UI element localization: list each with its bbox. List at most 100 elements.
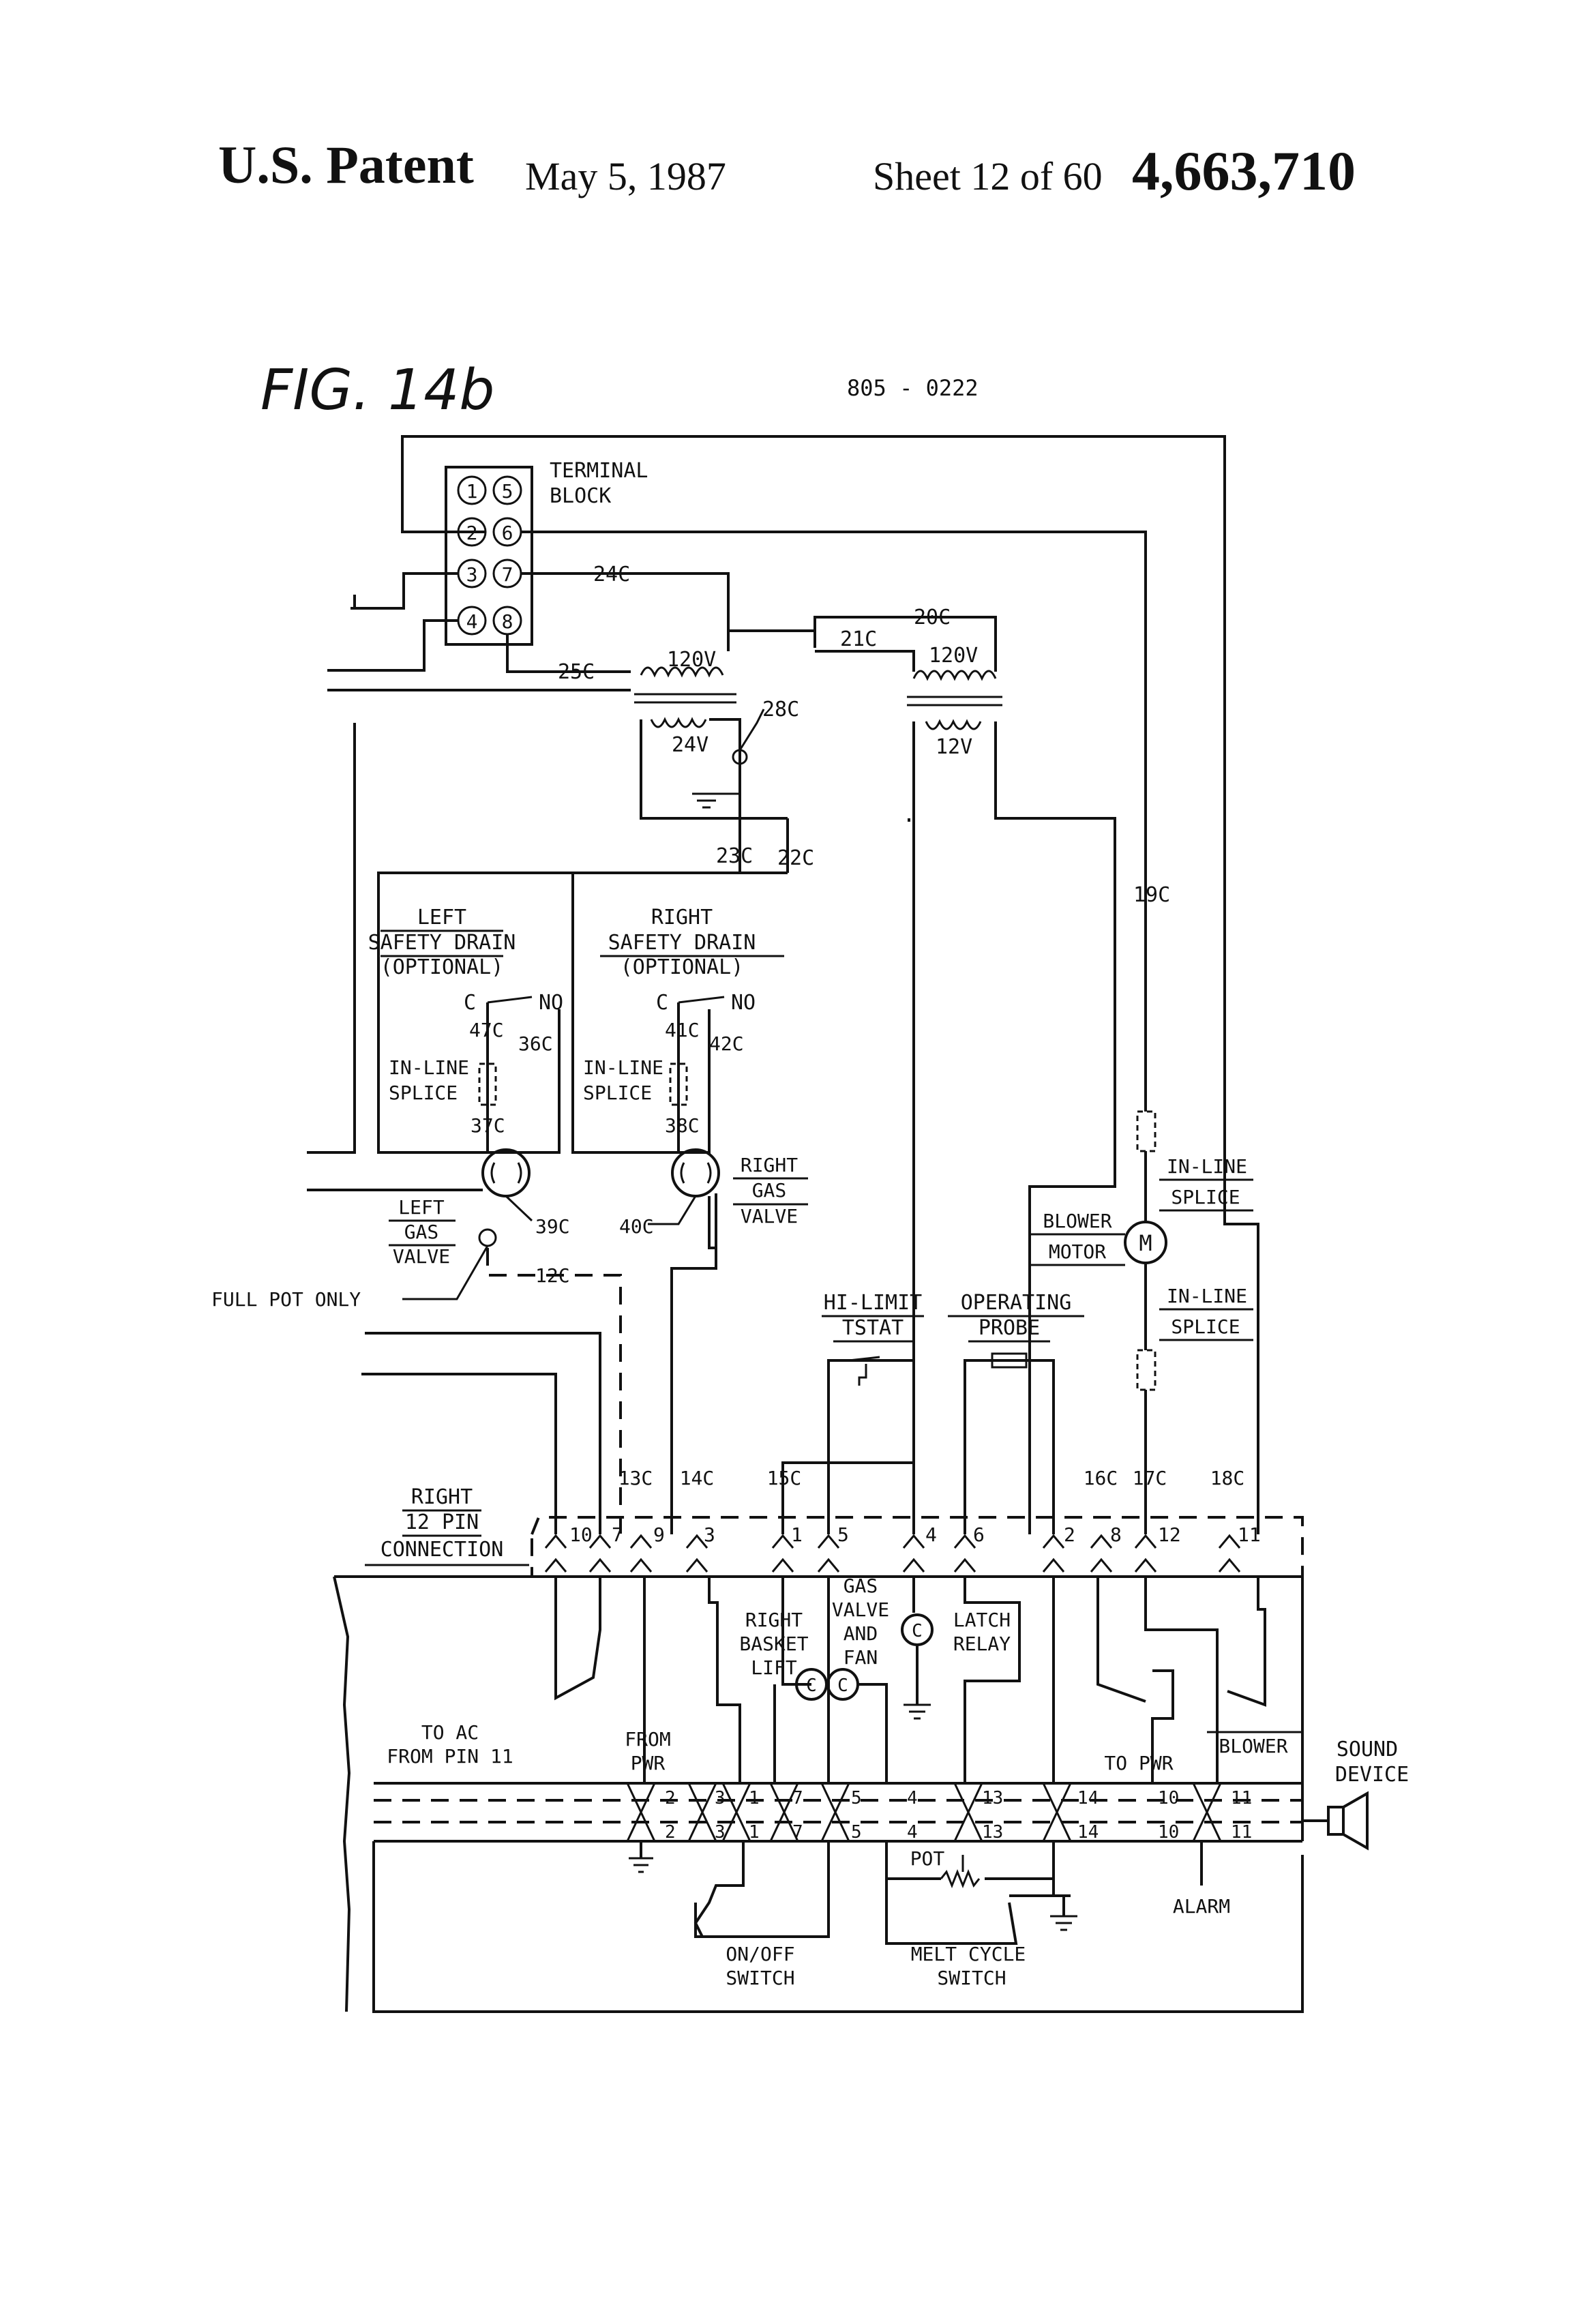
full-pot-lead (402, 1245, 489, 1300)
connector-pin: 8 (1110, 1523, 1122, 1546)
ribbon-pin: 4 (907, 1822, 918, 1843)
side-leads (307, 1151, 716, 1534)
sound-device-label: SOUND (1337, 1738, 1398, 1761)
lead-10 (361, 1373, 557, 1534)
right-drain-title: (OPTIONAL) (621, 955, 744, 979)
on-off-switch-contact (694, 1903, 709, 1938)
connector-pin: 1 (791, 1523, 803, 1546)
lead-7 (365, 1332, 601, 1534)
in-line-splice-icon (1136, 1110, 1156, 1152)
valve-coil-icon (490, 1162, 522, 1184)
probe-label: OPERATING (961, 1291, 1072, 1315)
ribbon-pin: 2 (665, 1822, 676, 1843)
wire-24c (521, 572, 730, 651)
latch-relay-label: RELAY (953, 1633, 1011, 1655)
speaker-icon (1342, 1791, 1369, 1851)
wire-label-23c: 23C (716, 844, 753, 868)
wire-probe-loop (964, 1359, 1055, 1534)
ribbon-pin: 2 (665, 1788, 676, 1808)
wire-25c (506, 634, 631, 673)
terminal-block: 1 5 2 6 3 7 4 8 TERMINAL BLOCK (445, 459, 648, 646)
terminal-pin-label: 8 (502, 610, 513, 633)
left-drain-title: LEFT (417, 906, 466, 929)
blower-label: BLOWER (1219, 1735, 1287, 1757)
blower-motor-label: BLOWER (1043, 1210, 1111, 1232)
wire-22c (571, 872, 788, 1154)
board-outline-top (334, 1575, 1304, 1841)
wire-label-40c: 40C (619, 1215, 654, 1238)
ribbon-pin: 4 (907, 1788, 918, 1808)
wire-coil-right (858, 1683, 888, 1783)
connector-pin: 12 (1158, 1523, 1181, 1546)
wire-label-19c: 19C (1133, 883, 1170, 907)
connector-label: 12 PIN (405, 1510, 479, 1534)
transformer-right-primary-label: 120V (929, 644, 978, 668)
transformer-secondary-coil (650, 717, 707, 728)
pin-chevron (544, 1534, 567, 1573)
wire-8 (1096, 1577, 1146, 1703)
wire-13c-14c (670, 1193, 717, 1534)
connector-pin: 2 (1064, 1523, 1075, 1546)
left-valve-label: GAS (404, 1221, 439, 1243)
left-splice-label: SPLICE (389, 1082, 458, 1104)
wire-label-37c: 37C (471, 1114, 505, 1137)
wire-40c (648, 1195, 697, 1225)
wire-12c (486, 1248, 622, 1534)
from-pwr-label: FROM (625, 1728, 670, 1751)
left-drain-no: NO (539, 991, 563, 1015)
pin-chevron (685, 1534, 708, 1573)
pin-chevron (1042, 1534, 1065, 1573)
wire-pin3-end (350, 595, 356, 610)
right-drain-no: NO (731, 991, 756, 1015)
wire-12 (1144, 1577, 1219, 1783)
wire-right-valve (708, 1196, 715, 1249)
to-pwr-label: TO PWR (1104, 1752, 1173, 1774)
on-off-label: SWITCH (726, 1967, 794, 1989)
valve-coil-icon (481, 1148, 531, 1197)
pin-chevron (902, 1534, 925, 1573)
pin-chevron (1134, 1534, 1157, 1573)
connector-pin: 5 (837, 1523, 849, 1546)
blower-motor-label: MOTOR (1049, 1240, 1106, 1263)
wire-12v-16c (994, 721, 1116, 1534)
transformer-left-primary-label: 120V (667, 648, 716, 672)
splice-upper-label: IN-LINE (1167, 1155, 1247, 1178)
right-valve-label: VALVE (741, 1205, 798, 1227)
left-drain-c: C (464, 991, 476, 1015)
sound-device-label: DEVICE (1335, 1763, 1409, 1787)
ribbon-pin: 5 (851, 1788, 862, 1808)
connector-pins: 10 7 9 3 1 5 4 6 2 8 12 11 (544, 1523, 1261, 1573)
on-off-switch-wire (693, 1841, 745, 1938)
wire-label-39c: 39C (535, 1215, 570, 1238)
ribbon-pin: 14 (1077, 1822, 1099, 1843)
wire-to-ac (554, 1577, 601, 1701)
board-break-line (333, 1576, 351, 2012)
connector-label: RIGHT (411, 1485, 473, 1509)
control-board: 2 3 1 7 5 4 13 14 10 11 2 3 1 7 5 4 13 1… (333, 1575, 1409, 2013)
operating-probe: OPERATING PROBE (948, 1291, 1084, 1534)
ribbon-pin: 13 (982, 1788, 1003, 1808)
pin-chevron (1090, 1534, 1113, 1573)
to-ac-label: FROM PIN 11 (387, 1745, 513, 1768)
transformer-left-secondary-label: 24V (672, 733, 708, 757)
pot-label: POT (910, 1847, 945, 1870)
connector-pin: 7 (612, 1523, 623, 1546)
hi-limit-tstat: HI-LIMIT TSTAT (822, 1291, 924, 1534)
wire-11 (1227, 1577, 1266, 1707)
patent-label: U.S. Patent (218, 135, 474, 194)
left-drain-title: (OPTIONAL) (380, 955, 504, 979)
wire-label-38c: 38C (665, 1114, 700, 1137)
wire-6 (964, 1577, 1021, 1783)
gas-valve-fan-label: GAS (844, 1575, 878, 1597)
left-valve-label: LEFT (398, 1196, 445, 1219)
speaker-icon (1327, 1806, 1345, 1836)
ribbon-pin: 11 (1231, 1822, 1252, 1843)
ribbon-pin: 11 (1231, 1788, 1252, 1808)
wire-on-off (743, 1841, 830, 1938)
melt-cycle-label: MELT CYCLE (911, 1943, 1026, 1965)
transformer-right-secondary-label: 12V (936, 735, 972, 759)
wire-24v-b (709, 718, 741, 818)
ribbon-pin: 10 (1158, 1822, 1179, 1843)
terminal-pin-label: 3 (466, 563, 478, 586)
